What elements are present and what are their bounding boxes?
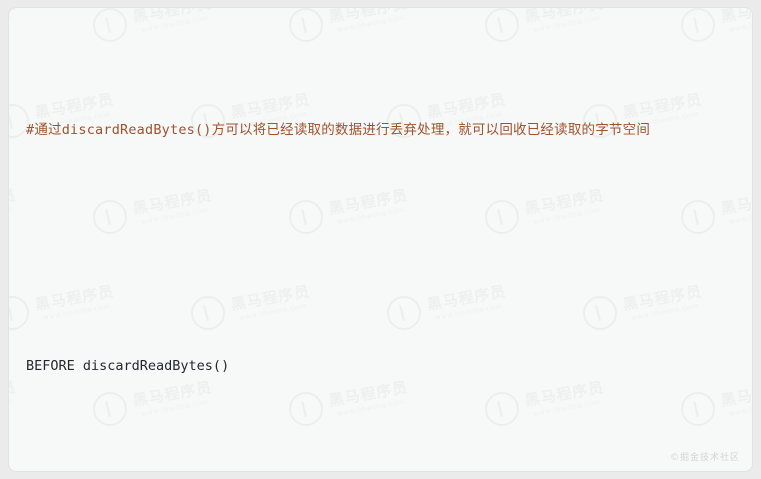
code-line-blank-1: [26, 237, 752, 261]
before-heading-text: BEFORE discardReadBytes(): [26, 358, 230, 375]
comment-text: #通过discardReadBytes()方可以将已经读取的数据进行丢弃处理，就…: [26, 122, 651, 139]
code-line-before-heading: BEFORE discardReadBytes(): [26, 355, 752, 379]
code-content[interactable]: #通过discardReadBytes()方可以将已经读取的数据进行丢弃处理，就…: [9, 8, 752, 471]
site-credit-watermark: ©掘金技术社区: [669, 453, 740, 463]
code-line-comment: #通过discardReadBytes()方可以将已经读取的数据进行丢弃处理，就…: [26, 119, 752, 143]
